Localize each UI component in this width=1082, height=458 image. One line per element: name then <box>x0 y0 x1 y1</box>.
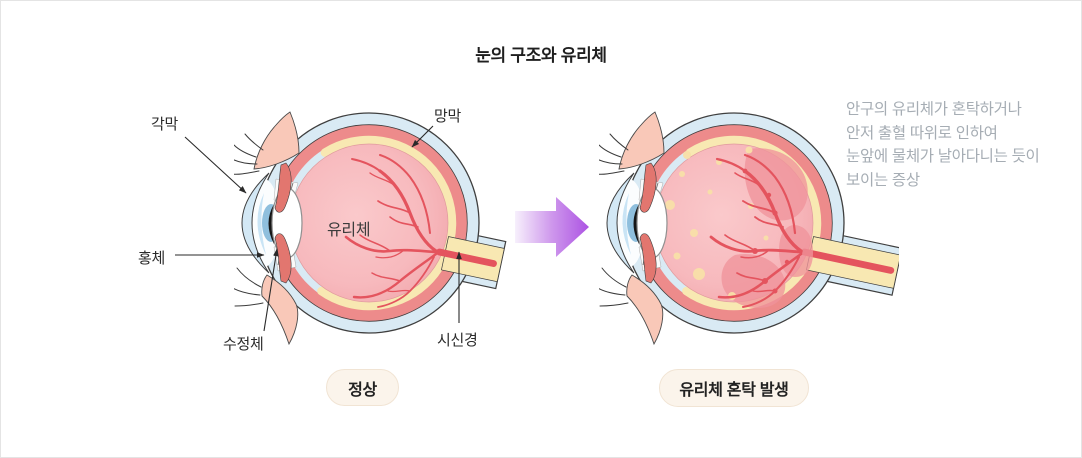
label-iris: 홍체 <box>138 250 166 267</box>
right-arrow-icon <box>515 197 589 257</box>
caption-normal: 정상 <box>326 369 399 406</box>
label-cornea: 각막 <box>151 116 179 133</box>
label-vitreous: 유리체 <box>327 222 371 239</box>
eye-wall-layers <box>258 112 480 334</box>
retinal-vessels <box>709 153 803 308</box>
retinal-vessels <box>344 154 438 308</box>
lower-eyelid <box>626 274 664 345</box>
description-line: 눈앞에 물체가 날아다니는 듯이 <box>846 148 1040 165</box>
opacified-eye-illustration <box>599 111 899 345</box>
description-line: 보이는 증상 <box>846 171 920 189</box>
label-optic-nerve: 시신경 <box>437 332 478 349</box>
cornea-shape <box>606 172 635 274</box>
upper-eyelid <box>253 111 300 170</box>
label-retina: 망막 <box>434 108 462 125</box>
anterior-segment <box>606 162 668 284</box>
page-title: 눈의 구조와 유리체 <box>475 46 607 65</box>
iris-lower <box>274 233 292 284</box>
iris-upper <box>274 162 292 213</box>
description-line: 안구의 유리체가 혼탁하거나 <box>846 101 1022 118</box>
iris-lower <box>639 233 657 284</box>
normal-eye-illustration <box>234 111 507 345</box>
description-line: 안저 출혈 따위로 인하여 <box>846 124 998 142</box>
iris-upper <box>639 162 657 213</box>
label-lens: 수정체 <box>223 336 264 353</box>
caption-vitreous-opacity: 유리체 혼탁 발생 <box>659 369 809 407</box>
upper-eyelid <box>618 111 665 170</box>
optic-nerve-inner <box>436 236 505 283</box>
description-text: 안구의 유리체가 혼탁하거나 안저 출혈 따위로 인하여 눈앞에 물체가 날아다… <box>846 98 1081 192</box>
eyelids <box>599 111 665 345</box>
anterior-segment <box>241 162 303 284</box>
